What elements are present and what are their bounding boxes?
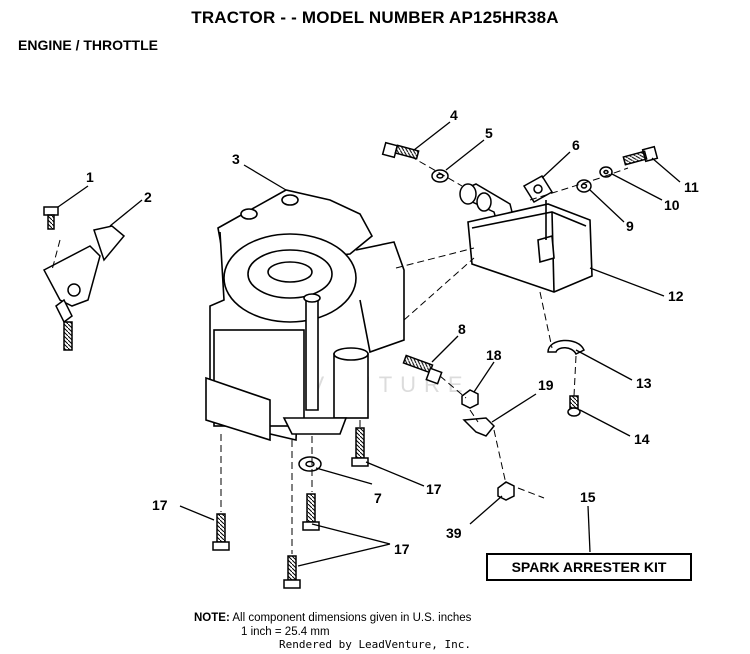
note: NOTE: All component dimensions given in … (194, 612, 471, 625)
note-line2: 1 inch = 25.4 mm (241, 626, 330, 638)
note-label: NOTE: (194, 612, 230, 624)
callout-14: 14 (634, 431, 650, 447)
part-spark-arrester-13[interactable] (547, 339, 585, 356)
callout-9: 9 (626, 218, 634, 234)
part-washer-9[interactable] (576, 179, 592, 193)
note-line1: All component dimensions given in U.S. i… (232, 612, 472, 624)
callout-13: 13 (636, 375, 652, 391)
part-clamp-19[interactable] (462, 417, 496, 437)
part-muffler[interactable] (467, 200, 593, 293)
callout-17-bottom: 17 (394, 541, 410, 557)
callout-1: 1 (86, 169, 94, 185)
callout-5: 5 (485, 125, 493, 141)
part-muffler-bolt-right[interactable] (622, 145, 659, 166)
callout-6: 6 (572, 137, 580, 153)
callout-17-left: 17 (152, 497, 168, 513)
part-muffler-bolt-left[interactable] (381, 141, 420, 160)
part-bolt-17b[interactable] (212, 513, 230, 551)
part-nut-39[interactable] (497, 481, 515, 501)
callout-3: 3 (232, 151, 240, 167)
part-bolt-8[interactable] (402, 354, 443, 385)
callout-19: 19 (538, 377, 554, 393)
part-screw-14[interactable] (567, 395, 581, 417)
callout-11: 11 (684, 179, 699, 195)
part-throttle-bolt[interactable] (43, 206, 59, 230)
callout-39: 39 (446, 525, 462, 541)
callout-2: 2 (144, 189, 152, 205)
part-washer-5[interactable] (431, 169, 449, 183)
part-engine[interactable] (205, 189, 405, 442)
part-bolt-17a[interactable] (351, 427, 369, 467)
leader-lines (57, 121, 681, 567)
part-throttle-control[interactable] (42, 225, 126, 351)
section-title: ENGINE / THROTTLE (18, 37, 158, 53)
callout-7: 7 (374, 490, 382, 506)
assembly-lines (51, 155, 629, 554)
part-gasket-6[interactable] (522, 174, 554, 204)
callout-17-right: 17 (426, 481, 442, 497)
rendered-by-footer: Rendered by LeadVenture, Inc. (278, 638, 472, 651)
callout-10: 10 (664, 197, 680, 213)
callout-12: 12 (668, 288, 684, 304)
diagram-title: TRACTOR - - MODEL NUMBER AP125HR38A (191, 8, 559, 27)
callout-4: 4 (450, 107, 458, 123)
callout-15: 15 (580, 489, 596, 505)
part-bolt-17c[interactable] (302, 493, 320, 531)
callout-18: 18 (486, 347, 502, 363)
spark-arrester-kit-label: SPARK ARRESTER KIT (486, 553, 692, 581)
part-bolt-17d[interactable] (283, 555, 301, 589)
part-nut-18[interactable] (461, 389, 479, 409)
callout-8: 8 (458, 321, 466, 337)
